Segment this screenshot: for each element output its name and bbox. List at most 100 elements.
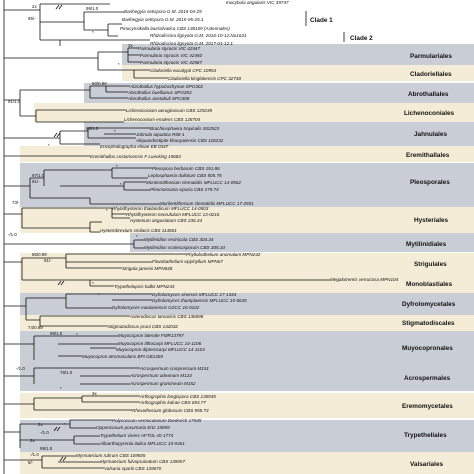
support-value: -/1.0	[30, 452, 39, 457]
order-label-valsariales: Valsariales	[410, 461, 443, 468]
taxon-label: Muyocopron atromaculans BPI GB1369	[82, 354, 163, 359]
order-label-hysteriales: Hysteriales	[414, 217, 449, 224]
support-value: 3x	[92, 391, 97, 396]
taxon-label: Inocybula angularis VIC 39747	[226, 0, 289, 5]
taxon-label: Polycoccum vermicularium Diederich 17545	[112, 418, 202, 423]
break-mark	[57, 280, 65, 286]
taxon-label: Strigula jamesii MPN548	[122, 266, 173, 271]
taxon-label: Hysterium angustatum CBS 236.34	[130, 218, 202, 223]
taxon-label: Pleospora herbarum CBS 191.86	[152, 166, 220, 171]
support-value: 3x	[128, 43, 133, 48]
taxon-label: Jahnula aquatica R68-1	[135, 132, 185, 137]
support-value: *	[118, 62, 120, 67]
taxon-label: Mytilinidion resinicola CBS 304.34	[144, 237, 214, 242]
taxon-labels: Inocybula angularis VIC 39747 Banhegyia …	[76, 0, 399, 471]
taxon-label: Pleomassaria siparia CBS 279.74	[150, 187, 219, 192]
band-cladoriellales	[122, 65, 474, 81]
taxon-label: Cladoriella kinglakensis CPC 32730	[168, 76, 241, 81]
taxon-label: Parmularia styracis VIC 42447	[138, 46, 200, 51]
taxon-label: Lichenoconium erodens CBS 128704	[124, 117, 201, 122]
taxon-label: Rhizodiscina lignyota G.M. 2017-01-12.1	[150, 41, 233, 46]
break-mark	[59, 456, 67, 462]
taxon-label: Pinocynsikella laurisilvatica CBS 138109…	[120, 26, 230, 31]
clade-brackets	[305, 11, 345, 42]
taxon-label: Lichenoconium aeruginosum CBS 129239	[126, 108, 213, 113]
band-lichenoconiales	[34, 103, 474, 122]
band-abrothallales	[84, 83, 474, 103]
support-value: 99/1.0	[40, 446, 53, 451]
support-value: 99/1.0	[86, 6, 99, 11]
taxon-label: Parmularia styracis VIC 42587	[140, 60, 202, 65]
break-mark	[53, 132, 61, 138]
band-muyocopronales	[20, 331, 474, 364]
support-value: *	[136, 234, 138, 239]
clade-label-clade-2: Clade 2	[350, 35, 373, 42]
order-label-dyfrolomycetales: Dyfrolomycetales	[402, 301, 456, 308]
taxon-label: Abrothallus acetabuli SPO308	[127, 96, 190, 101]
support-value: 86/0.99	[32, 252, 47, 257]
taxon-label: Arthographis kalrae CBS 693.77	[139, 400, 206, 405]
band-eremomycetales	[20, 393, 474, 418]
taxon-label: Muyocopron dipterocarpi MFLUCC 14-1103	[116, 347, 205, 352]
taxon-label: Hysterobrevium smilacis CBS 114601	[100, 228, 177, 233]
taxon-label: Aliquandostipite khaoyaiensis CBS 118232	[135, 138, 224, 143]
taxon-label: Abrothallus buellianus SPO303	[127, 90, 192, 95]
support-value: 97/1.0	[32, 173, 45, 178]
support-value: *	[92, 30, 94, 35]
taxon-label: Rhytidhysteron neorufulum MFLUCC 13-0216	[126, 212, 220, 217]
support-value: -/1.0	[40, 430, 49, 435]
branch-breaks	[53, 4, 67, 462]
taxon-label: Murilentithecium clematidis MFLUCC 17-25…	[160, 201, 254, 206]
support-value: 8/-	[28, 460, 34, 465]
band-strigulales	[20, 253, 474, 274]
order-label-stigmatodiscales: Stigmatodiscales	[402, 320, 455, 327]
support-value: 78/1.0	[60, 370, 73, 375]
support-value: 2x	[30, 438, 35, 443]
taxon-label: Rhizodiscina lignyota G.M. 2016-10-12.No…	[150, 33, 247, 38]
taxon-label: Valsaria spartii CBS 139070	[104, 466, 162, 471]
support-value: *	[64, 422, 66, 427]
taxon-label: Megalotremis verrucosa MPN104	[330, 277, 399, 282]
taxon-label: Oppeocoxum pocumaria Ertz 19059	[96, 425, 170, 430]
order-label-acrospermales: Acrospermales	[404, 375, 451, 382]
support-value: 60/0.96	[92, 81, 107, 86]
taxon-label: Phyllobathelium anomalum MPN242	[186, 252, 261, 257]
support-value: 73/-	[12, 200, 20, 205]
support-value: *	[98, 292, 100, 297]
support-value: 91/1.0	[8, 99, 21, 104]
taxon-label: Dyfrolomyces maolanensis GZCC 16-0102	[112, 305, 200, 310]
taxon-label: Asterodiscus tamaricis CBS 136698	[129, 314, 204, 319]
taxon-label: Encephalographa elisae EB 0347	[100, 144, 169, 149]
break-mark	[55, 4, 63, 10]
band-acrospermales	[20, 364, 474, 391]
support-value: *	[120, 182, 122, 187]
taxon-label: Arthographis longispora CBS 135935	[139, 394, 216, 399]
support-value: -/1.0	[8, 232, 17, 237]
order-label-abrothallales: Abrothallales	[408, 91, 449, 98]
taxon-label: Rhexothecium globosum CBS 955.73	[132, 408, 209, 413]
order-label-mytilinidiales: Mytilinidiales	[406, 241, 447, 248]
band-mytilinidiales	[130, 233, 474, 252]
support-value: 95/-	[28, 16, 36, 21]
taxon-label: Trypethelopsis kalbii MPN243	[114, 284, 175, 289]
support-value: *	[48, 143, 50, 148]
taxon-label: Cladoriella eucalypti CPC 10953	[150, 68, 217, 73]
support-value: 99/1.0	[50, 331, 63, 336]
support-value: *	[76, 332, 78, 337]
taxon-label: Rhytidhysteron thailandicum MFLUCC 14-05…	[112, 206, 209, 211]
order-label-eremomycetales: Eremomycetales	[402, 403, 453, 410]
taxon-label: Abrothallus hypotrachynae SPO302	[129, 84, 203, 89]
taxon-label: Myrmaecium rubrum CBS 109505	[76, 453, 146, 458]
order-label-muyocopronales: Muyocopronales	[402, 345, 453, 352]
band-dyfrolomycetales	[20, 293, 474, 315]
order-bands	[20, 44, 474, 474]
clade-label-clade-1: Clade 1	[310, 17, 333, 24]
order-label-trypetheliales: Trypetheliales	[404, 432, 447, 439]
taxon-label: Muyocopron laterale FMR13797	[118, 333, 184, 338]
taxon-label: Banhegyia setispora G.M. 2015-05-25.1	[122, 17, 204, 22]
band-parmulariales	[122, 44, 474, 65]
taxon-label: Banhegyia setispora G.M. 2015-04-29	[124, 9, 202, 14]
support-value: 2x	[32, 4, 37, 9]
support-value: *	[116, 164, 118, 169]
